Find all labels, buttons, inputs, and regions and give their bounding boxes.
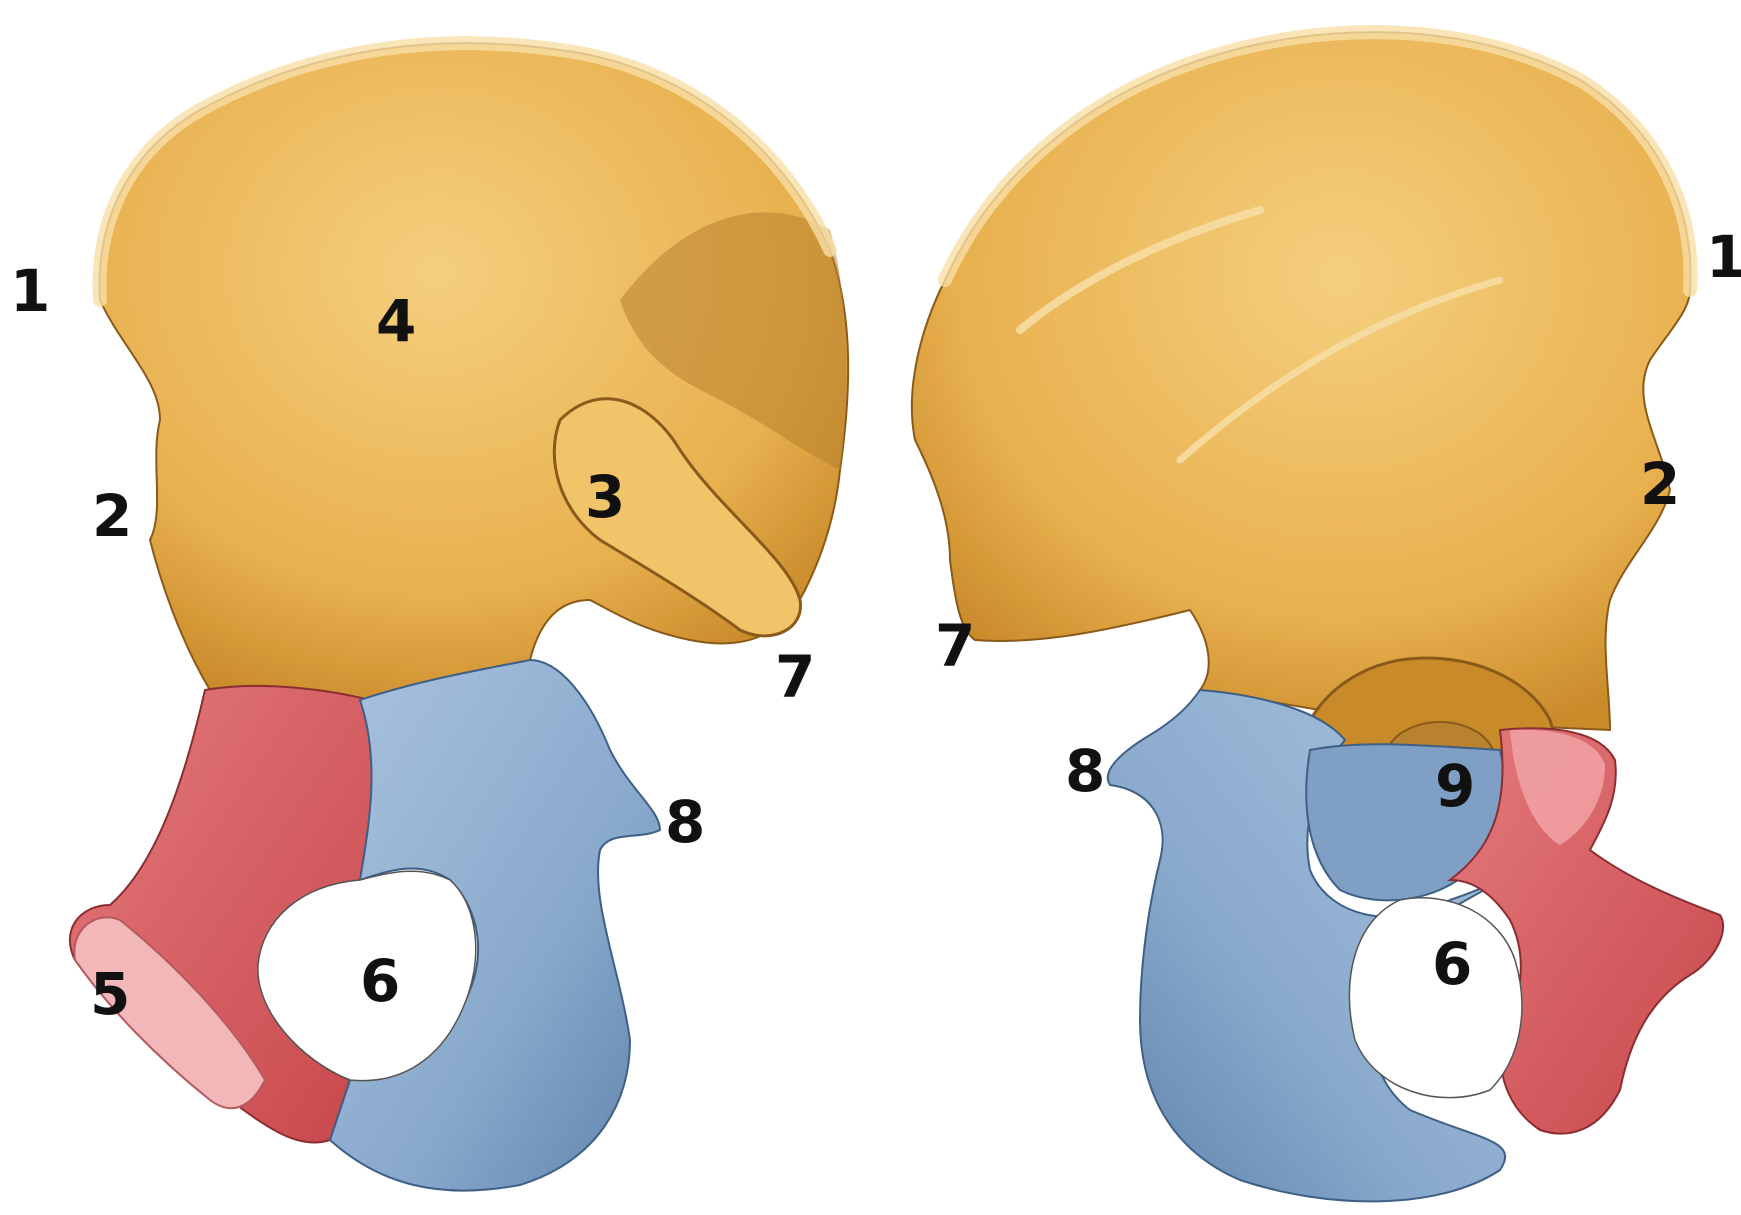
label-right-6: 6 xyxy=(1432,935,1472,993)
label-left-1: 1 xyxy=(10,262,50,320)
label-left-7: 7 xyxy=(775,648,815,706)
right-ilium xyxy=(912,32,1691,730)
label-right-7: 7 xyxy=(935,617,975,675)
label-left-2: 2 xyxy=(92,487,132,545)
label-right-9: 9 xyxy=(1435,757,1475,815)
label-left-5: 5 xyxy=(90,965,130,1023)
label-left-6: 6 xyxy=(360,952,400,1010)
label-right-8: 8 xyxy=(1065,742,1105,800)
label-left-3: 3 xyxy=(585,468,625,526)
label-right-1: 1 xyxy=(1706,228,1741,286)
label-right-2: 2 xyxy=(1640,455,1680,513)
label-left-4: 4 xyxy=(376,292,416,350)
label-left-8: 8 xyxy=(665,793,705,851)
